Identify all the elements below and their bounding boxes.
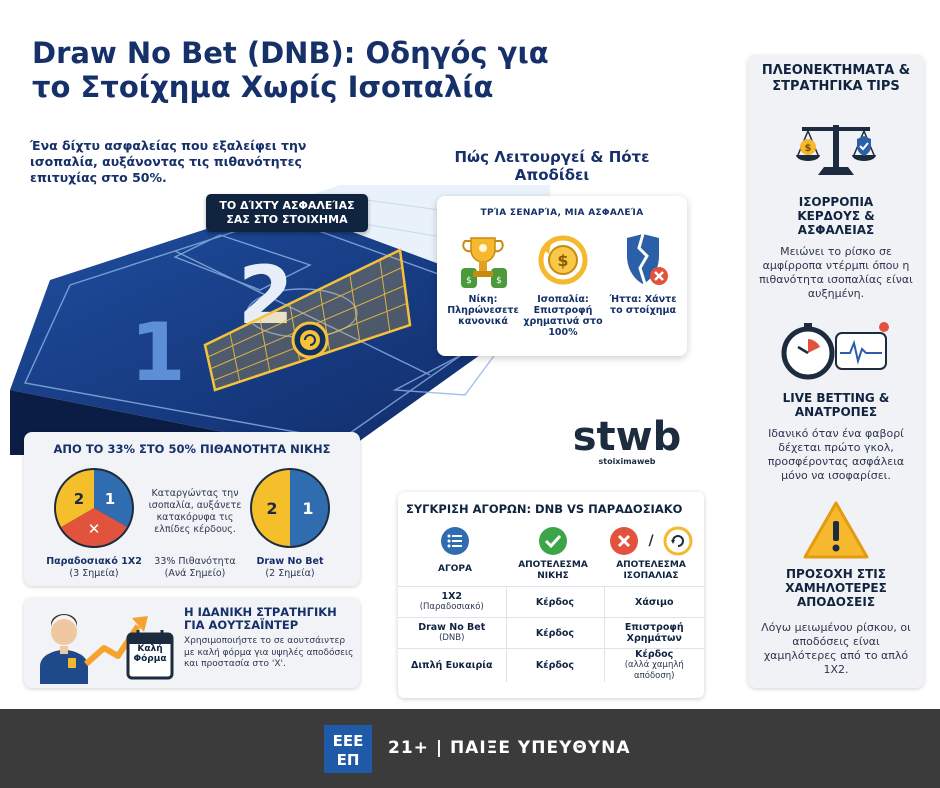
draw-cell: Χάσιμο bbox=[603, 586, 704, 618]
broken-shield-icon bbox=[627, 233, 668, 285]
pie-dnb-seg-2: 2 bbox=[266, 499, 277, 518]
pie-dnb: 2 1 bbox=[250, 468, 330, 548]
table-row: 1Χ2(Παραδοσιακό) Κέρδος Χάσιμο bbox=[398, 586, 704, 618]
pie-middle-label: 33% Πιθανότητα (Ανά Σημείο) bbox=[154, 556, 236, 579]
stopwatch-icon bbox=[781, 322, 889, 380]
check-icon bbox=[539, 527, 567, 555]
tip-3-text: Λόγω μειωμένου ρίσκου, οι αποδόσεις είνα… bbox=[761, 621, 911, 676]
probability-card: ΑΠΟ ΤΟ 33% ΣΤΟ 50% ΠΙΘΑΝΟΤΗΤΑ ΝΙΚΗΣ 2 1 … bbox=[24, 432, 360, 586]
market-cell: Διπλή Ευκαιρία bbox=[398, 648, 506, 682]
draw-cell: Επιστροφή Χρημάτων bbox=[603, 617, 704, 649]
refund-small-icon bbox=[663, 526, 693, 556]
comparison-table: 1Χ2(Παραδοσιακό) Κέρδος Χάσιμο Draw No B… bbox=[398, 586, 704, 682]
col-win-header: ΑΠΟΤΕΛΕΣΜΑ ΝΙΚΗΣ bbox=[518, 560, 588, 581]
x-circle-icon bbox=[610, 527, 639, 555]
list-icon bbox=[441, 527, 469, 555]
win-cell: Κέρδος bbox=[505, 586, 604, 618]
probability-middle-text: Καταργώντας την ισοπαλία, αυξάνετε κατακ… bbox=[148, 488, 242, 535]
pie-1x2-seg-2: 2 bbox=[74, 490, 84, 508]
scenario-draw: $ Ισοπαλία: Επιστροφή χρηματινά στο 100% bbox=[523, 232, 603, 338]
scenario-win: $ $ Νίκη: Πληρώνεσετε κανονικά bbox=[443, 232, 523, 327]
tips-header: ΠΛΕΟΝΕΚΤΗΜΑΤΑ & ΣΤΡΑΤΗΓΙΚΑ TIPS bbox=[761, 63, 911, 94]
hero-number-2: 2 bbox=[238, 249, 294, 342]
comparison-card: ΣΥΓΚΡΙΣΗ ΑΓΟΡΩΝ: DNB VS ΠΑΡΑΔΟΣΙΑΚΟ ΑΓΟΡ… bbox=[398, 492, 704, 698]
pie-dnb-seg-1: 1 bbox=[302, 499, 313, 518]
logo-main-text: stwb bbox=[573, 414, 682, 460]
col-market-header: ΑΓΟΡΑ bbox=[438, 564, 472, 574]
eeep-logo-bottom: ΕΠ bbox=[337, 751, 360, 769]
how-it-works-subtitle: ΤΡΊΑ ΣΕΝΑΡΊΑ, ΜΙΑ ΑΣΦΑΛΕΊΑ bbox=[480, 208, 644, 218]
calendar-label: Καλή Φόρμα bbox=[133, 644, 167, 664]
player-growth-icon bbox=[40, 614, 174, 684]
svg-text:$: $ bbox=[557, 251, 568, 270]
pie-right-label: Draw No Bet (2 Σημεία) bbox=[256, 556, 324, 579]
warning-icon bbox=[803, 501, 869, 559]
refund-icon: $ bbox=[538, 235, 588, 285]
logo-sub-text: stoiximaweb bbox=[598, 457, 655, 466]
pie-left-label: Παραδοσιακό 1Χ2 (3 Σημεία) bbox=[46, 556, 142, 579]
strategy-title: Η ΙΔΑΝΙΚΗ ΣΤΡΑΤΗΓΙΚΗ ΓΙΑ ΑΟΥΤΣΑΪΝΤΕΡ bbox=[184, 605, 337, 632]
pie-1x2: 2 1 ✕ bbox=[54, 468, 134, 548]
market-cell: 1Χ2 bbox=[441, 591, 463, 602]
scenario-loss-label: Ήττα: Χάντε το στοίχημα bbox=[609, 294, 677, 316]
table-row: Draw No Bet(DNB) Κέρδος Επιστροφή Χρημάτ… bbox=[398, 617, 704, 649]
page-title: Draw No Bet (DNB): Οδηγός για το Στοίχημ… bbox=[32, 36, 549, 104]
stwb-logo: stwb stoiximaweb bbox=[573, 414, 682, 466]
draw-cell: Κέρδος bbox=[635, 649, 674, 660]
win-cell: Κέρδος bbox=[505, 617, 604, 649]
tip-3-title: ΠΡΟΣΟΧΗ ΣΤΙΣ ΧΑΜΗΛΟΤΕΡΕΣ ΑΠΟΔΟΣΕΙΣ bbox=[785, 567, 887, 609]
tip-1-text: Μειώνει το ρίσκο σε αμφίρροπα ντέρμπι όπ… bbox=[759, 245, 913, 300]
tip-2-title: LIVE BETTING & ΑΝΑΤΡΟΠΕΣ bbox=[782, 391, 890, 419]
how-it-works-title: Πώς Λειτουργεί & Πότε Αποδίδει bbox=[454, 148, 650, 184]
win-cell: Κέρδος bbox=[505, 648, 604, 682]
scenario-loss: Ήττα: Χάντε το στοίχημα bbox=[603, 232, 683, 316]
tips-panel: ΠΛΕΟΝΕΚΤΗΜΑΤΑ & ΣΤΡΑΤΗΓΙΚΑ TIPS $ ΙΣΟΡΡΟ… bbox=[748, 55, 924, 688]
how-it-works-card: ΤΡΊΑ ΣΕΝΑΡΊΑ, ΜΙΑ ΑΣΦΑΛΕΊΑ $ $ Νίκη: Πλη… bbox=[437, 196, 687, 356]
svg-text:$: $ bbox=[496, 276, 502, 286]
footer: ΕΕΕ ΕΠ 21+ | ΠΑΙΞΕ ΥΠΕΥΘΥΝΑ bbox=[0, 709, 940, 788]
svg-text:$: $ bbox=[805, 143, 812, 154]
balance-scale-icon: $ bbox=[796, 125, 876, 175]
market-cell: Draw No Bet bbox=[418, 622, 486, 633]
comparison-title: ΣΥΓΚΡΙΣΗ ΑΓΟΡΩΝ: DNB VS ΠΑΡΑΔΟΣΙΑΚΟ bbox=[406, 502, 683, 516]
strategy-card: Καλή Φόρμα Η ΙΔΑΝΙΚΗ ΣΤΡΑΤΗΓΙΚΗ ΓΙΑ ΑΟΥΤ… bbox=[24, 598, 360, 688]
tip-1-title: ΙΣΟΡΡΟΠΙΑ ΚΕΡΔΟΥΣ & ΑΣΦΑΛΕΙΑΣ bbox=[797, 195, 875, 237]
probability-title: ΑΠΟ ΤΟ 33% ΣΤΟ 50% ΠΙΘΑΝΟΤΗΤΑ ΝΙΚΗΣ bbox=[53, 442, 331, 456]
svg-text:$: $ bbox=[466, 276, 472, 286]
strategy-text: Χρησιμοποιήστε το σε αουτσάιντερ με καλή… bbox=[184, 636, 354, 669]
pie-1x2-seg-1: 1 bbox=[105, 490, 115, 508]
comparison-header-row: ΑΓΟΡΑ ΑΠΟΤΕΛΕΣΜΑ ΝΙΚΗΣ / bbox=[398, 526, 704, 584]
eeep-logo-top: ΕΕΕ bbox=[333, 732, 364, 750]
pie-1x2-seg-x: ✕ bbox=[88, 520, 101, 538]
icon-slash: / bbox=[648, 533, 654, 549]
col-draw-header: ΑΠΟΤΕΛΕΣΜΑ ΙΣΟΠΑΛΙΑΣ bbox=[616, 560, 686, 581]
hero-badge: ΤΟ ΔΊΧΤΥ ΑΣΦΑΛΕΊΑΣ ΣΑΣ ΣΤΟ ΣΤΟΙΧΗΜΑ bbox=[206, 194, 368, 232]
trophy-money-icon: $ $ bbox=[461, 237, 507, 288]
page-subtitle: Ένα δίχτυ ασφαλείας που εξαλείφει την ισ… bbox=[30, 138, 307, 185]
scenario-draw-label: Ισοπαλία: Επιστροφή χρηματινά στο 100% bbox=[523, 294, 603, 338]
footer-responsible-gaming: 21+ | ΠΑΙΞΕ ΥΠΕΥΘΥΝΑ bbox=[388, 738, 631, 758]
hero-number-1: 1 bbox=[130, 306, 186, 399]
eeep-logo: ΕΕΕ ΕΠ bbox=[324, 725, 372, 773]
scenario-win-label: Νίκη: Πληρώνεσετε κανονικά bbox=[447, 294, 519, 327]
table-row: Διπλή Ευκαιρία Κέρδος Κέρδος(αλλά χαμηλή… bbox=[398, 648, 704, 682]
tip-2-text: Ιδανικό όταν ένα φαβορί δέχεται πρώτο γκ… bbox=[767, 427, 905, 482]
